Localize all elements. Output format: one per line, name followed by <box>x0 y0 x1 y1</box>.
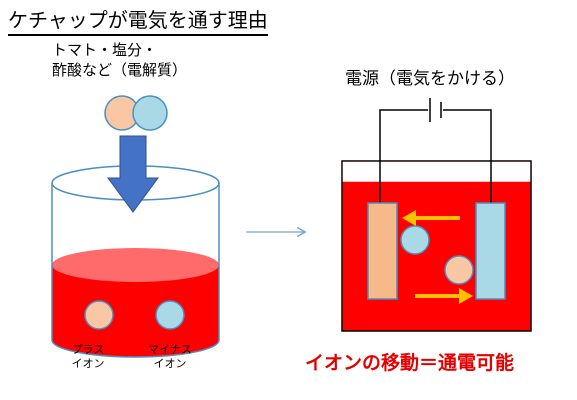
plus-ion-label-line-1: プラス <box>71 343 105 356</box>
beaker <box>51 165 220 358</box>
electrolyte-label-line-1: トマト・塩分・ <box>52 41 158 59</box>
moving-plus-ion <box>444 255 474 285</box>
minus-ion-label-line-1: マイナス <box>148 343 192 356</box>
wire-left <box>379 109 428 203</box>
ketchup-bottom <box>52 323 219 357</box>
conclusion-text: イオンの移動＝通電可能 <box>305 352 515 374</box>
minus-ion-circle <box>155 300 185 330</box>
beaker-base <box>51 339 220 358</box>
ketchup-surface <box>52 248 219 282</box>
electrolyte-label: トマト・塩分・ 酢酸など（電解質） <box>52 40 187 80</box>
cathode-electrode <box>475 202 506 300</box>
arrow-right-icon <box>459 288 473 304</box>
plus-ion-label: プラス イオン <box>58 343 118 371</box>
plus-ion-label-line-2: イオン <box>71 357 105 370</box>
minus-ion-label-line-2: イオン <box>153 357 187 370</box>
minus-ion-label: マイナス イオン <box>140 343 200 371</box>
arrow-left-icon <box>402 210 416 226</box>
add-down-arrow-icon <box>107 135 159 213</box>
plus-ion-circle <box>84 300 114 330</box>
moving-minus-ion <box>400 225 430 255</box>
electrolyte-minus-ion <box>132 95 168 131</box>
cell-headspace <box>342 161 531 182</box>
anode-electrode <box>367 202 398 300</box>
electrolyte-label-line-2: 酢酸など（電解質） <box>52 61 188 79</box>
diagram-title: ケチャップが電気を通す理由 <box>8 4 268 36</box>
wire-right <box>443 109 492 203</box>
power-source-label: 電源（電気をかける） <box>345 69 515 89</box>
electrolysis-cell <box>341 98 532 332</box>
